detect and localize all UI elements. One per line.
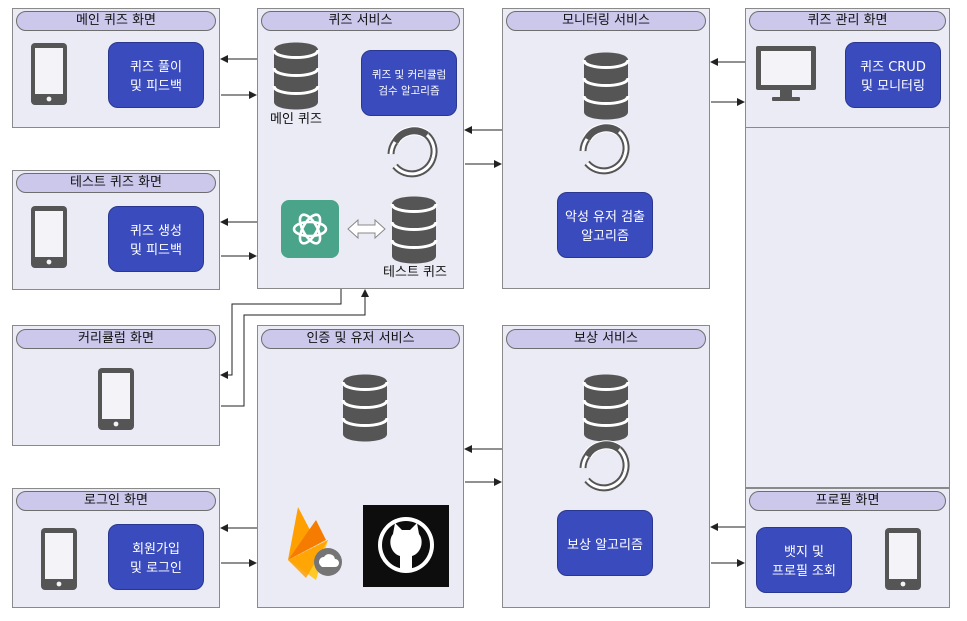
malicious-user-detection-algorithm: 악성 유저 검출 알고리즘: [557, 192, 653, 258]
tablet-icon: [885, 528, 921, 590]
monitor-icon: [756, 46, 816, 101]
database-icon: [582, 51, 630, 121]
signup-login-button[interactable]: 회원가입 및 로그인: [108, 524, 204, 590]
test-quiz-db-label: 테스트 퀴즈: [383, 265, 447, 280]
profile-screen-title: 프로필 화면: [749, 491, 946, 511]
cycle-icon: [583, 128, 626, 171]
reward-service-title: 보상 서비스: [506, 329, 706, 349]
cycle-icon: [391, 131, 434, 174]
quiz-curriculum-review-algorithm: 퀴즈 및 커리큘럼 검수 알고리즘: [361, 50, 457, 116]
tablet-icon: [41, 528, 77, 590]
cycle-icon: [583, 445, 626, 488]
quiz-admin-screen-title: 퀴즈 관리 화면: [749, 11, 946, 31]
github-logo: [363, 505, 449, 587]
test-quiz-screen-title: 테스트 퀴즈 화면: [16, 173, 216, 193]
quiz-service-title: 퀴즈 서비스: [261, 11, 460, 31]
connector-lines: [220, 55, 745, 567]
database-icon: [341, 373, 389, 443]
side-empty-panel: [745, 128, 950, 488]
main-quiz-screen-title: 메인 퀴즈 화면: [16, 11, 216, 31]
quiz-solve-feedback-button[interactable]: 퀴즈 풀이 및 피드백: [108, 42, 204, 108]
monitoring-service-title: 모니터링 서비스: [506, 11, 706, 31]
login-screen-title: 로그인 화면: [16, 491, 216, 511]
reward-algorithm: 보상 알고리즘: [557, 510, 653, 576]
firebase-logo: [288, 507, 342, 580]
quiz-create-feedback-button[interactable]: 퀴즈 생성 및 피드백: [108, 206, 204, 272]
tablet-icon: [98, 368, 134, 430]
badge-profile-view-button[interactable]: 뱃지 및 프로필 조회: [756, 527, 852, 593]
database-icon: [390, 195, 438, 265]
openai-logo: [281, 200, 339, 258]
quiz-crud-monitoring-button[interactable]: 퀴즈 CRUD 및 모니터링: [845, 42, 941, 108]
database-icon: [272, 41, 320, 111]
curriculum-screen-title: 커리큘럼 화면: [16, 329, 216, 349]
tablet-icon: [31, 206, 67, 268]
bidirectional-arrow-icon: [347, 218, 386, 240]
main-quiz-db-label: 메인 퀴즈: [270, 112, 322, 127]
database-icon: [582, 373, 630, 443]
tablet-icon: [31, 43, 67, 105]
auth-service-title: 인증 및 유저 서비스: [261, 329, 460, 349]
